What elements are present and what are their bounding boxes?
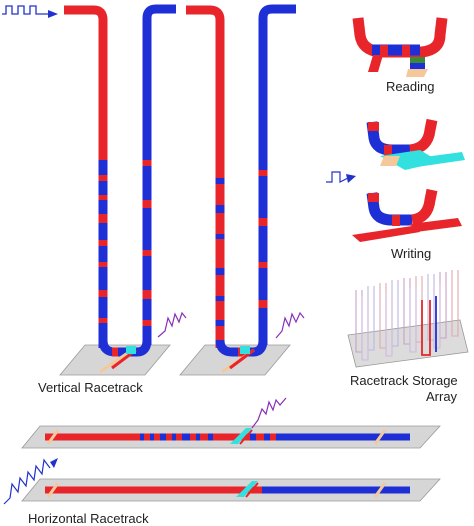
label-writing: Writing [391,246,432,261]
current-pulse-top [2,5,58,18]
writing-inset-upper [326,118,465,183]
label-storage-array-line2: Array [426,389,458,404]
reading-inset [352,17,448,77]
label-horizontal-racetrack: Horizontal Racetrack [28,511,149,526]
vertical-racetrack-2 [179,4,296,376]
pulse-vertical-2 [275,311,305,339]
label-reading: Reading [386,79,435,94]
writing-inset-lower [352,188,462,242]
vertical-racetrack-1 [59,4,176,376]
pulse-vertical-1 [157,311,187,338]
horizontal-racetrack-2 [21,478,441,502]
storage-array [347,270,469,368]
horizontal-racetrack-1 [21,425,441,449]
label-vertical-racetrack: Vertical Racetrack [38,380,143,395]
label-storage-array-line1: Racetrack Storage [350,373,458,388]
pulse-horizontal-2 [3,458,58,505]
pulse-horizontal-1 [251,397,287,429]
